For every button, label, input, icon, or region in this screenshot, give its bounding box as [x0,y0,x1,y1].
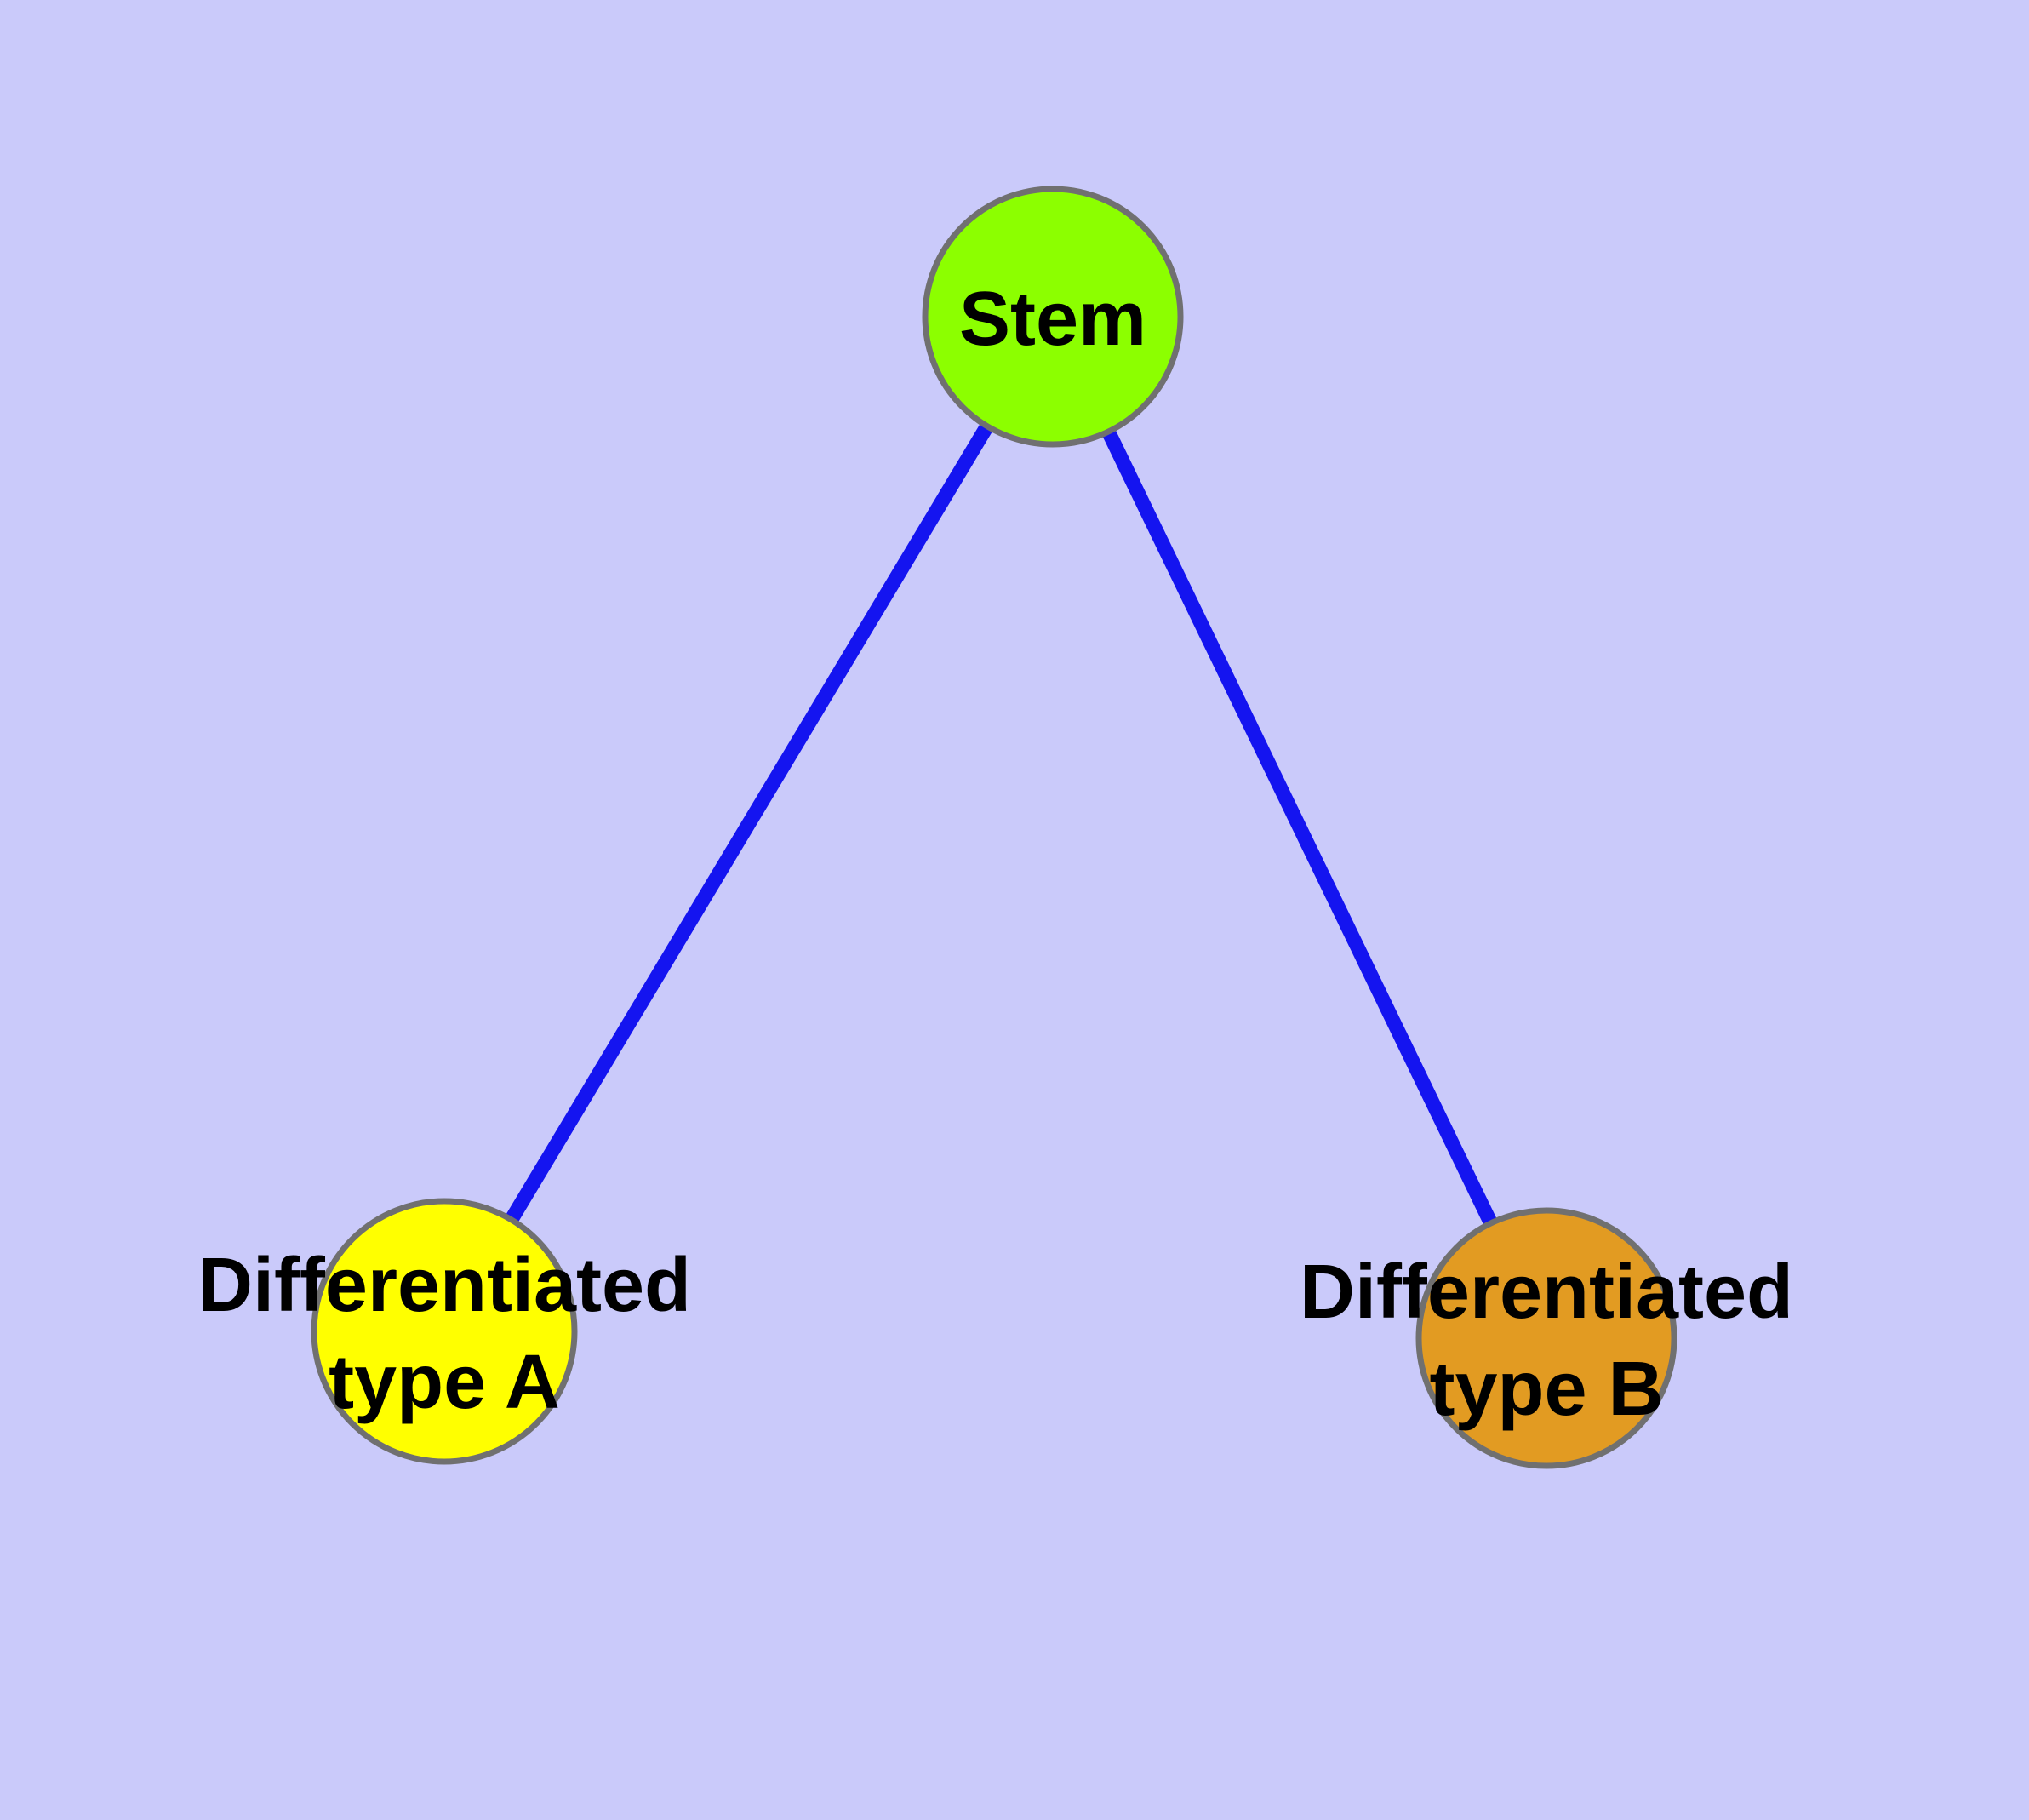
node-type-b-label-line1: Differentiated [1300,1250,1793,1335]
node-type-b-label-line2: type B [1429,1347,1663,1432]
node-stem-label: Stem [959,277,1146,362]
node-type-a-label-line1: Differentiated [197,1243,691,1328]
node-type-a-label-line2: type A [329,1340,560,1425]
node-differentiated-type-b [1415,1207,1677,1469]
node-stem [922,186,1184,448]
node-differentiated-type-a [311,1198,578,1465]
edge-stem-to-type-a [437,312,1060,1336]
edge-stem-to-type-b [1046,313,1553,1342]
